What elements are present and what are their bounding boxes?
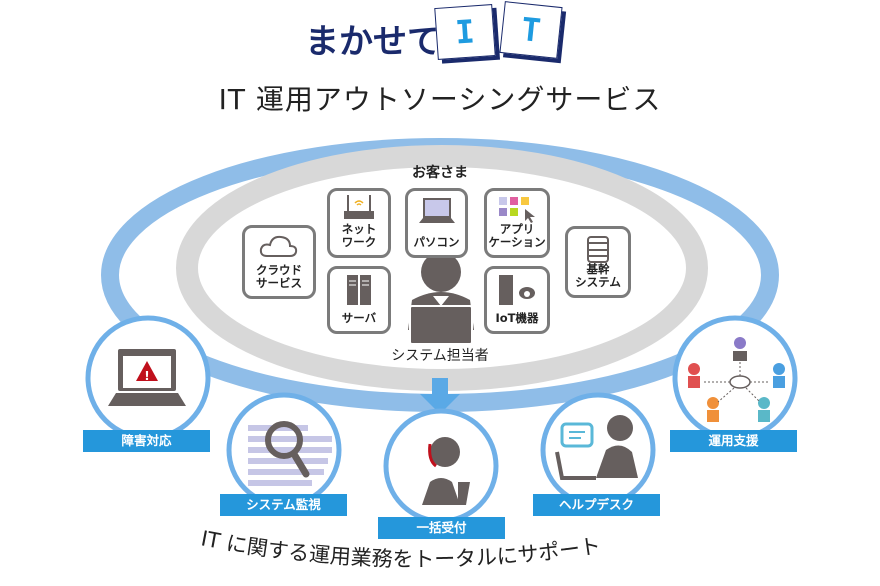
service-circle-helpdesk [540, 392, 656, 508]
service-label-incident: 障害対応 [83, 430, 210, 452]
operator-headset-icon [422, 437, 470, 505]
service-label-monitoring: システム監視 [220, 494, 347, 516]
magnifier-document-icon [248, 421, 332, 486]
service-label-support: 運用支援 [670, 430, 797, 452]
system-box-cloud: クラウド サービス [242, 225, 316, 299]
iot-devices-icon [499, 275, 535, 305]
helpdesk-chat-icon [555, 415, 638, 480]
system-box-core: 基幹 システム [565, 226, 631, 298]
page-title: IT 運用アウトソーシングサービス [218, 83, 662, 116]
system-box-network: ネット ワーク [327, 188, 391, 258]
app-tiles-icon [499, 197, 535, 223]
customer-label: お客さま [412, 165, 468, 181]
router-icon [344, 195, 374, 219]
cloud-icon [259, 235, 298, 257]
laptop-icon [418, 198, 455, 223]
system-label: アプリ ケーション [488, 222, 546, 249]
system-label: IoT機器 [495, 311, 539, 325]
logo-tile-i: I [434, 4, 496, 60]
system-label: 基幹 システム [575, 262, 621, 289]
logo-tile-t: T [499, 1, 563, 59]
system-box-app: アプリ ケーション [484, 188, 550, 258]
logo-text: まかせて [305, 22, 441, 62]
service-label-reception: 一括受付 [378, 517, 505, 539]
system-box-server: サーバ [327, 266, 391, 334]
system-box-iot: IoT機器 [484, 266, 550, 334]
warning-laptop-icon: ! [108, 349, 186, 406]
server-icon [347, 275, 371, 305]
team-network-icon [688, 337, 785, 422]
database-icon [587, 236, 609, 263]
system-box-pc: パソコン [405, 188, 468, 258]
system-label: サーバ [341, 311, 377, 325]
service-label-helpdesk: ヘルプデスク [533, 494, 660, 516]
svg-text:!: ! [144, 369, 149, 383]
system-label: クラウド サービス [256, 263, 302, 290]
operator-label: システム担当者 [391, 348, 489, 364]
system-label: パソコン [413, 235, 460, 249]
down-arrow-icon [420, 378, 460, 414]
system-label: ネット ワーク [341, 222, 377, 249]
system-operator-icon [408, 252, 474, 345]
